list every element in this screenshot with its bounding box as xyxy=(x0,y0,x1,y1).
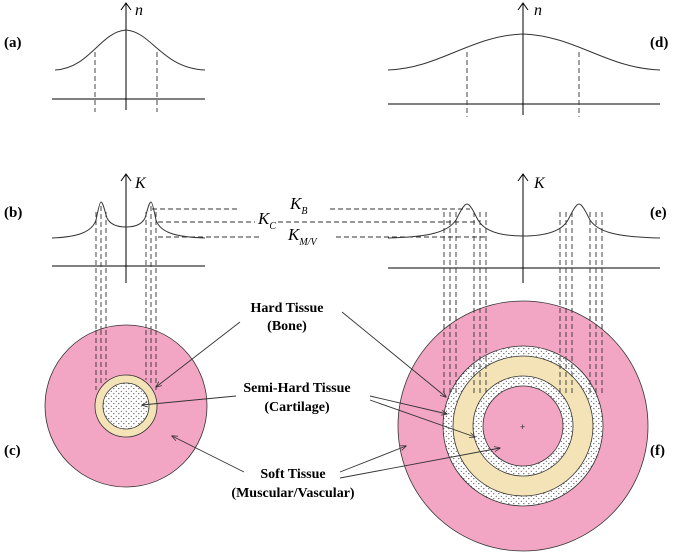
label-soft-tissue-muscular: (Muscular/Vascular) xyxy=(231,486,354,501)
axis-label-k-left: K xyxy=(134,175,147,192)
kb-subscript: B xyxy=(301,206,307,217)
panel-label-a: (a) xyxy=(4,35,22,51)
k-level-labels: KB KC KM/V xyxy=(257,194,318,248)
arrow-hard-to-c xyxy=(156,321,241,387)
arrow-semi-to-f-outer xyxy=(369,395,447,414)
panel-f-cross-section: + xyxy=(397,300,649,552)
kc-label: KC xyxy=(257,209,276,232)
kmv-label: KM/V xyxy=(287,225,318,248)
panel-label-b: (b) xyxy=(4,205,22,221)
kb-label: KB xyxy=(289,194,307,217)
panel-d-profile xyxy=(387,2,661,117)
panel-f-inner-soft-tissue xyxy=(482,385,564,467)
panel-a-n-curve xyxy=(54,29,206,71)
panel-f-center-mark: + xyxy=(520,422,525,432)
panel-c-cross-section xyxy=(44,324,208,488)
panel-a-n-arrowhead xyxy=(120,2,132,11)
axis-label-n-left: n xyxy=(135,2,143,19)
panel-label-f: (f) xyxy=(650,443,665,459)
arrow-hard-to-f xyxy=(341,311,446,397)
panel-a-profile xyxy=(52,2,206,112)
panel-d-n-curve xyxy=(387,33,661,71)
label-semi-hard-tissue-cartilage: (Cartilage) xyxy=(264,400,330,415)
panel-label-e: (e) xyxy=(650,205,667,221)
axis-label-n-right: n xyxy=(534,2,542,19)
panel-label-c: (c) xyxy=(4,443,21,459)
kc-subscript: C xyxy=(269,221,276,232)
label-hard-tissue: Hard Tissue xyxy=(250,301,323,316)
arrow-soft-to-c xyxy=(172,436,245,473)
kmv-subscript: M/V xyxy=(298,237,318,248)
label-soft-tissue: Soft Tissue xyxy=(260,467,325,482)
panel-b-k-arrowhead xyxy=(120,173,132,182)
panel-e-k-curve xyxy=(387,203,661,239)
arrow-semi-to-f-inner xyxy=(369,399,475,437)
panel-e-k-arrowhead xyxy=(517,173,529,182)
panel-label-d: (d) xyxy=(650,35,668,51)
label-hard-tissue-bone: (Bone) xyxy=(267,319,307,334)
panel-c-bone-core xyxy=(102,382,150,430)
arrow-semi-to-c xyxy=(142,395,237,405)
label-semi-hard-tissue: Semi-Hard Tissue xyxy=(243,381,350,396)
axis-label-k-right: K xyxy=(533,175,546,192)
arrow-soft-to-f-outer xyxy=(339,446,406,473)
panel-b-k-curve xyxy=(51,201,206,239)
panel-d-n-arrowhead xyxy=(517,2,529,11)
arrow-soft-to-f-inner xyxy=(339,448,500,479)
leader-arrows xyxy=(142,311,500,479)
